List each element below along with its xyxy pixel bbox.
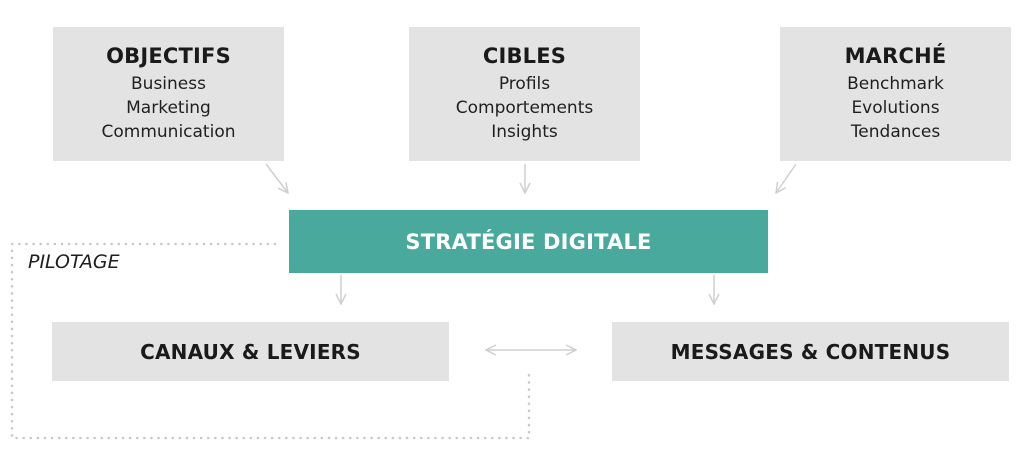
objectifs-title: OBJECTIFS [106, 44, 231, 68]
objectifs-item-marketing: Marketing [126, 98, 211, 118]
marche-item-evolutions: Evolutions [851, 98, 940, 118]
objectifs-item-communication: Communication [101, 122, 236, 142]
arrow-marche-to-strategie [776, 163, 797, 193]
messages-contenus-label: MESSAGES & CONTENUS [670, 339, 951, 364]
objectifs-item-business: Business [131, 74, 206, 94]
marche-item-benchmark: Benchmark [847, 74, 944, 94]
pilotage-loop-line [10, 242, 531, 440]
cibles-title: CIBLES [482, 44, 567, 68]
cibles-box: CIBLES Profils Comportements Insights [409, 27, 640, 161]
canaux-leviers-label: CANAUX & LEVIERS [140, 339, 361, 364]
marche-box: MARCHÉ Benchmark Evolutions Tendances [780, 27, 1011, 161]
cibles-item-comportements: Comportements [455, 98, 594, 118]
messages-contenus-box: MESSAGES & CONTENUS [612, 322, 1009, 381]
cibles-item-profils: Profils [498, 74, 551, 94]
strategie-digitale-box: STRATÉGIE DIGITALE [289, 210, 768, 273]
objectifs-box: OBJECTIFS Business Marketing Communicati… [53, 27, 284, 161]
marche-item-tendances: Tendances [850, 122, 941, 142]
pilotage-label: PILOTAGE [28, 251, 120, 273]
canaux-leviers-box: CANAUX & LEVIERS [52, 322, 449, 381]
marche-title: MARCHÉ [844, 44, 947, 68]
arrow-objectifs-to-strategie [265, 163, 288, 193]
cibles-item-insights: Insights [491, 122, 558, 142]
strategie-digitale-label: STRATÉGIE DIGITALE [405, 229, 652, 254]
